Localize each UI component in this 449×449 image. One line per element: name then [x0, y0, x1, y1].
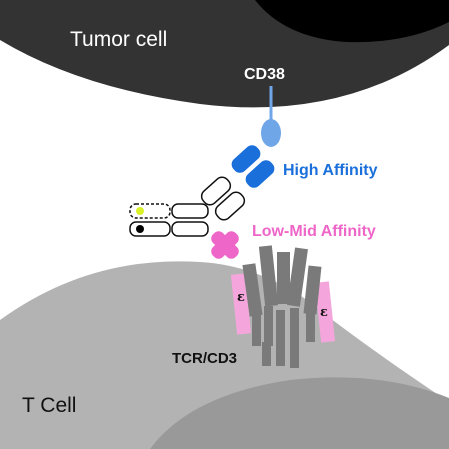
antibody-fab	[200, 176, 246, 221]
high-affinity-label: High Affinity	[283, 162, 378, 179]
black-marker-dot	[136, 225, 144, 233]
tcr-stem	[264, 306, 273, 346]
tcr-cd3-complex: ε ε	[230, 245, 336, 368]
tcr-stem	[252, 312, 261, 346]
tcr-chain	[258, 245, 279, 307]
tcr-chain	[242, 263, 263, 317]
low-mid-affinity-label: Low-Mid Affinity	[252, 223, 376, 240]
t-cell-nucleus	[150, 377, 449, 449]
tcr-stem	[290, 308, 299, 344]
high-affinity-domain	[231, 145, 261, 173]
fab-domain	[200, 176, 232, 206]
tcr-chain	[303, 265, 322, 315]
tcr-tail	[290, 340, 299, 368]
tcr-tail	[276, 340, 285, 366]
tcr-cd3-label: TCR/CD3	[172, 350, 237, 367]
cd38-label: CD38	[244, 66, 285, 83]
t-cell-label: T Cell	[22, 394, 76, 417]
antibody-fc	[129, 203, 209, 237]
epsilon-label-left: ε	[237, 290, 245, 305]
fab-domain	[214, 191, 246, 221]
tumor-cell-label: Tumor cell	[70, 28, 167, 51]
epsilon-label-right: ε	[320, 305, 328, 320]
tcr-stem	[306, 312, 315, 342]
cd3-epsilon-chain	[314, 281, 336, 343]
tcr-stem	[276, 310, 285, 344]
fc-domain	[171, 221, 209, 237]
low-affinity-domain	[211, 231, 239, 259]
tcr-tail	[262, 342, 271, 366]
tcr-chain	[287, 247, 308, 307]
high-affinity-domain	[245, 160, 275, 188]
fc-domain	[171, 203, 209, 219]
high-affinity-arm	[231, 145, 275, 188]
tumor-nucleus	[255, 0, 449, 43]
low-mid-affinity-arm	[211, 231, 239, 259]
cd38-receptor	[261, 119, 281, 147]
yellow-marker-dot	[136, 207, 144, 215]
tcr-chain	[277, 252, 290, 304]
